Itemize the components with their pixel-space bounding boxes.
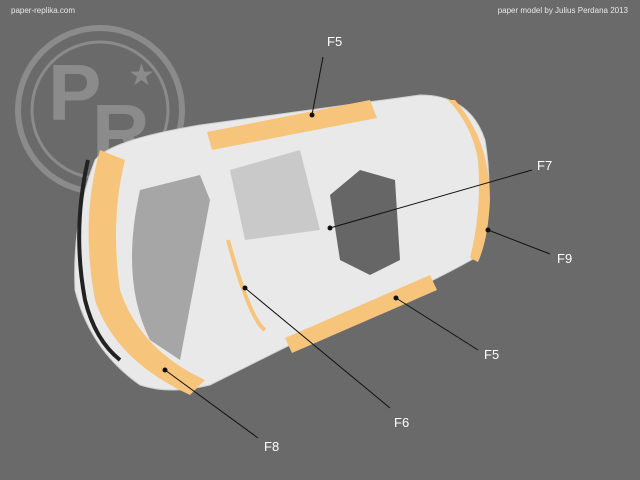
site-url: paper-replika.com	[11, 6, 76, 15]
label-f7: F7	[537, 158, 553, 173]
car-model	[74, 94, 490, 395]
credit-text: paper model by Julius Perdana 2013	[497, 6, 628, 15]
svg-text:★: ★	[128, 59, 155, 92]
label-f8: F8	[264, 439, 280, 454]
leader-lines	[162, 56, 551, 439]
label-f9: F9	[557, 251, 573, 266]
watermark-logo: P R ★	[15, 25, 185, 195]
label-f5-bottom: F5	[484, 347, 500, 362]
label-f6: F6	[394, 415, 410, 430]
label-f5-top: F5	[327, 34, 343, 49]
svg-text:P: P	[48, 48, 101, 137]
